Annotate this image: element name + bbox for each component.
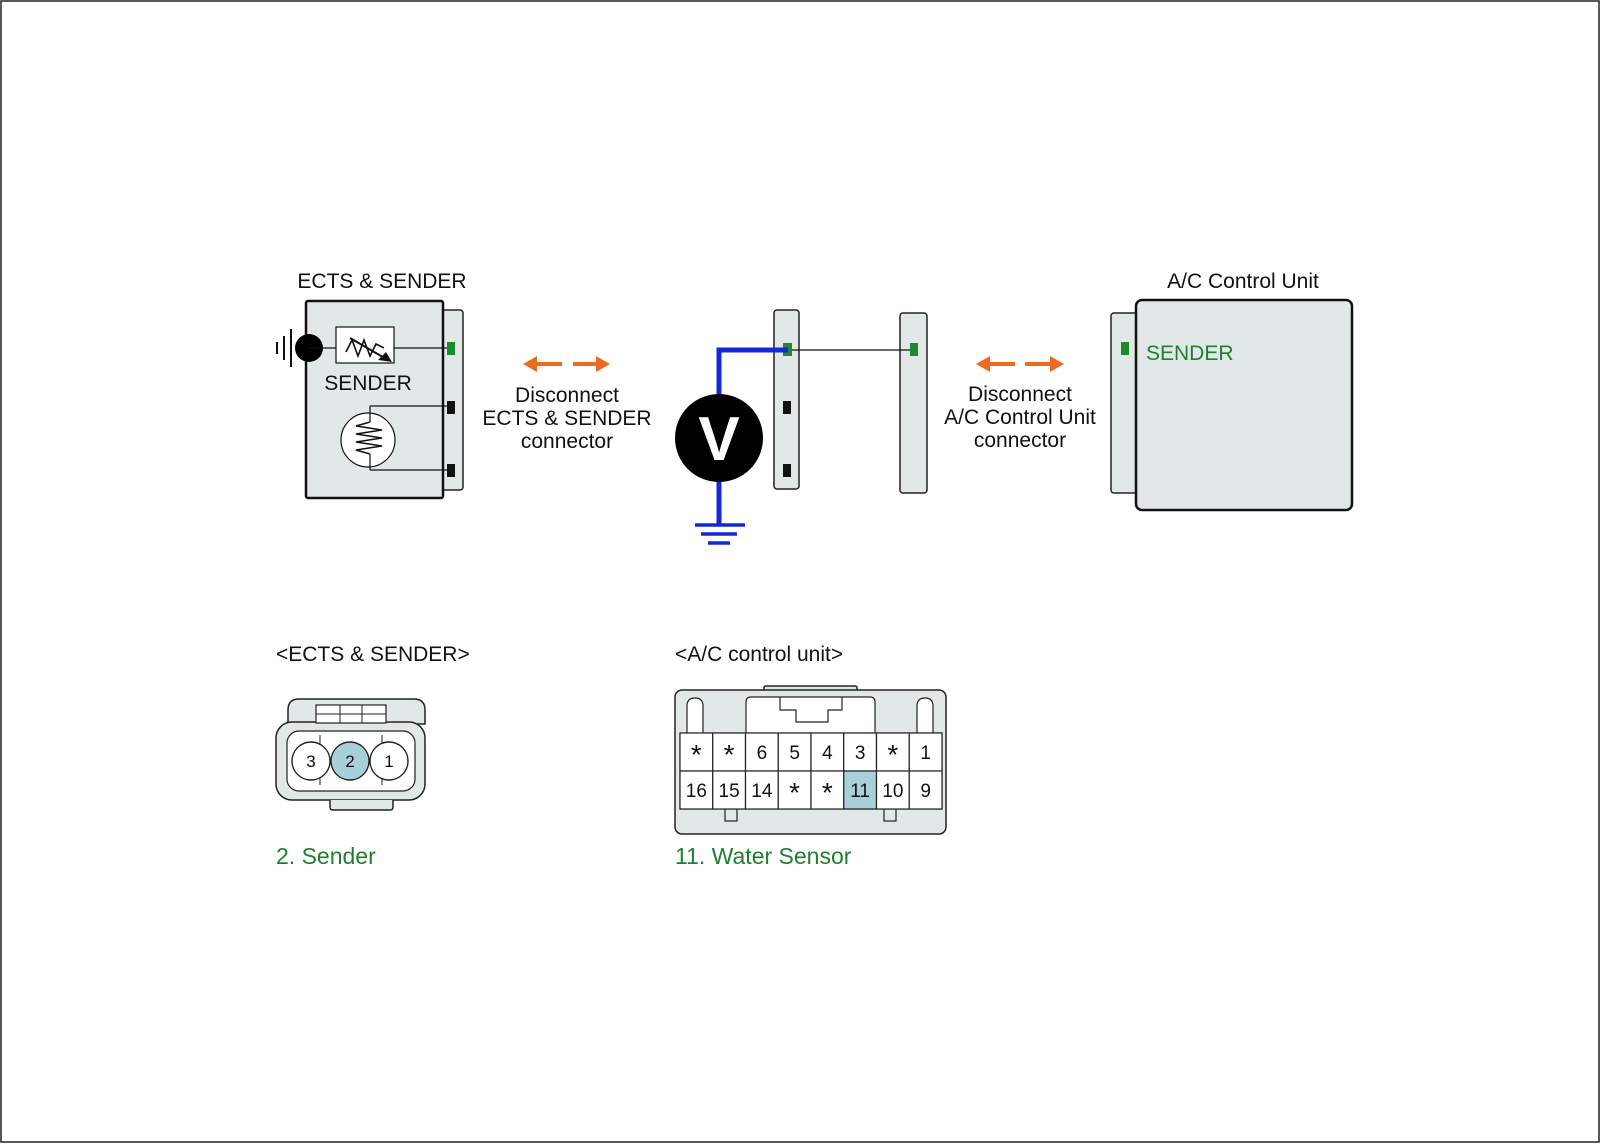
ac-pin-unused xyxy=(712,732,747,772)
harness-connector-ac-side xyxy=(899,312,928,494)
ac-pin-label: 10 xyxy=(882,781,903,802)
ac-pin-9 xyxy=(908,770,943,810)
ac-pin-label: 9 xyxy=(920,781,931,802)
ac-pin-label: 11 xyxy=(850,781,870,802)
ac-unit-body xyxy=(1110,298,1354,512)
ac-pin-15 xyxy=(712,770,747,810)
voltmeter-symbol: V xyxy=(698,405,739,474)
ac-terminal-label: SENDER xyxy=(1146,342,1234,365)
ac-pin-label: 15 xyxy=(719,781,740,802)
disconnect-ects-text: Disconnect ECTS & SENDER connector xyxy=(482,384,651,453)
ac-pin-label: 4 xyxy=(822,743,833,764)
ac-pin-10 xyxy=(875,770,910,810)
ac-pin-label: 5 xyxy=(789,743,800,764)
ac-pin-label: 14 xyxy=(751,781,773,802)
ac-pin-4 xyxy=(810,732,845,772)
ac-pin-16 xyxy=(679,770,714,810)
voltmeter-icon xyxy=(675,394,763,482)
ects-connector-pins: 3 2 1 xyxy=(291,741,409,781)
ac-pin-label: * xyxy=(691,739,702,770)
harness-terminal-2 xyxy=(783,401,791,414)
ac-unit-title: A/C Control Unit xyxy=(1167,270,1319,293)
harness-terminal-ac xyxy=(910,343,918,356)
ects-pin-label: 3 xyxy=(306,752,315,771)
ac-terminal-sender xyxy=(1121,342,1129,355)
ac-pin-unused xyxy=(810,770,845,810)
ac-pin-unused xyxy=(679,732,714,772)
sender-resistor-icon xyxy=(309,326,449,364)
ac-pin-label: * xyxy=(887,739,898,770)
ects-sender-title: ECTS & SENDER xyxy=(297,270,466,293)
ac-pin-label: * xyxy=(789,777,800,808)
disconnect-arrow-left xyxy=(523,356,610,372)
ects-terminal-3 xyxy=(447,464,455,477)
harness-connector-ects-side xyxy=(773,309,800,490)
ac-pin-label: 6 xyxy=(757,743,768,764)
svg-text:connector: connector xyxy=(521,430,613,453)
ac-pin-label: 3 xyxy=(855,743,866,764)
ects-pin-2 xyxy=(330,741,370,781)
svg-text:Disconnect: Disconnect xyxy=(968,383,1072,406)
sender-inner-label: SENDER xyxy=(324,372,412,395)
svg-text:Disconnect: Disconnect xyxy=(515,384,619,407)
svg-text:ECTS & SENDER: ECTS & SENDER xyxy=(482,407,651,430)
ects-connector-caption: 2. Sender xyxy=(276,843,376,869)
ects-thermistor-icon xyxy=(340,405,449,471)
harness-terminal-3 xyxy=(783,464,791,477)
ects-pin-label: 2 xyxy=(345,752,354,771)
disconnect-arrow-right xyxy=(976,356,1064,372)
ac-connector-heading: <A/C control unit> xyxy=(675,643,843,666)
ground-icon xyxy=(276,329,292,367)
ects-pin-3 xyxy=(291,741,331,781)
ac-connector-caption: 11. Water Sensor xyxy=(675,843,852,869)
ects-connector-heading: <ECTS & SENDER> xyxy=(276,643,470,666)
disconnect-ac-text: Disconnect A/C Control Unit connector xyxy=(944,383,1096,452)
ac-pin-label: 16 xyxy=(686,781,707,802)
ground-icon xyxy=(695,523,745,545)
probe-wire-positive xyxy=(716,347,788,400)
svg-text:connector: connector xyxy=(974,429,1066,452)
ects-terminal-2 xyxy=(447,401,455,414)
ects-pin-1 xyxy=(369,741,409,781)
ac-pin-label: * xyxy=(724,739,735,770)
ac-pin-label: 1 xyxy=(920,743,931,764)
ac-pin-unused xyxy=(875,732,910,772)
ac-pin-label: * xyxy=(822,777,833,808)
ects-terminal-sender xyxy=(447,342,455,355)
ac-pin-11 xyxy=(843,770,878,810)
svg-text:A/C Control Unit: A/C Control Unit xyxy=(944,406,1096,429)
ects-pin-label: 1 xyxy=(384,752,393,771)
